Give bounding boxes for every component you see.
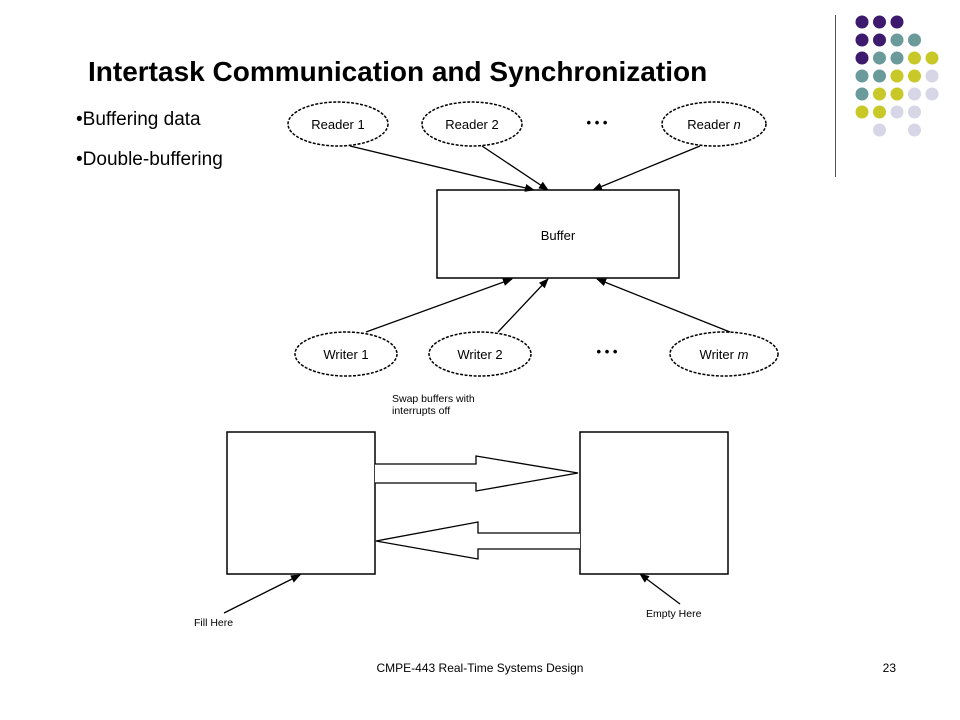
decorative-dot [925,51,939,65]
writer-ellipsis: • • • [597,344,618,359]
decorative-dot [908,33,921,47]
reader-2-node: Reader 2 [421,101,523,147]
svg-text:Writer 2: Writer 2 [457,347,502,362]
swap-note-line-1: Swap buffers with [392,393,475,405]
decorative-dot [890,15,904,29]
svg-text:Writer 1: Writer 1 [323,347,368,362]
arrow-empty-here [639,573,681,605]
arrow-writerm-buffer [596,278,731,333]
decorative-dot [855,105,869,119]
decorative-dot [873,123,886,137]
bullet-item: •Double-buffering [76,149,223,170]
arrow-writer1-buffer [365,278,513,333]
reader-1-node: Reader 1 [287,101,389,147]
swap-arrow-left [375,521,580,560]
decorative-dot [873,105,886,119]
decorative-dot [908,105,921,119]
decorative-dot [873,33,886,47]
decorative-dot [855,69,869,83]
decorative-dot [908,123,921,137]
svg-text:Buffer: Buffer [541,228,576,243]
empty-here-label: Empty Here [646,608,702,620]
decorative-dot [925,87,939,101]
swap-arrow-right [375,455,579,492]
arrow-reader1-buffer [349,145,535,192]
page-number: 23 [882,661,896,675]
arrow-writer2-buffer [497,278,549,333]
svg-text:Reader n: Reader n [687,117,740,132]
decorative-dot [890,51,904,65]
decorative-dot [908,87,921,101]
decorative-dot [873,69,886,83]
bullet-item: •Buffering data [76,109,201,130]
bullet-list: •Buffering data •Double-buffering [76,110,223,190]
decorative-dot [873,51,886,65]
decorative-divider [835,15,836,177]
fill-here-label: Fill Here [194,617,233,629]
arrow-readern-buffer [592,145,701,191]
arrow-reader2-buffer [481,145,549,191]
slide-title: Intertask Communication and Synchronizat… [88,56,708,87]
decorative-dot [890,33,904,47]
footer-course-title: CMPE-443 Real-Time Systems Design [376,661,584,675]
arrow-fill-here [223,574,301,614]
swap-note-line-2: interrupts off [392,405,450,417]
writer-1-node: Writer 1 [294,331,398,377]
decorative-dot [873,15,886,29]
fill-buffer-box [226,431,376,575]
reader-n-node: Reader n [661,101,767,147]
decorative-dot [855,51,869,65]
decorative-dot [925,69,939,83]
writer-2-node: Writer 2 [428,331,532,377]
decorative-dot [890,87,904,101]
decorative-dot [855,33,869,47]
decorative-dot [890,105,904,119]
decorative-dot [873,87,886,101]
svg-text:Writer m: Writer m [700,347,749,362]
writer-m-node: Writer m [669,331,779,377]
svg-text:Reader 1: Reader 1 [311,117,364,132]
decorative-dot [908,51,921,65]
decorative-dot [890,69,904,83]
empty-buffer-box [579,431,729,575]
reader-ellipsis: • • • [587,115,608,130]
decorative-dot [855,87,869,101]
decorative-dot [908,69,921,83]
buffer-node: Buffer [436,189,680,279]
decorative-dot [855,15,869,29]
svg-text:Reader 2: Reader 2 [445,117,498,132]
